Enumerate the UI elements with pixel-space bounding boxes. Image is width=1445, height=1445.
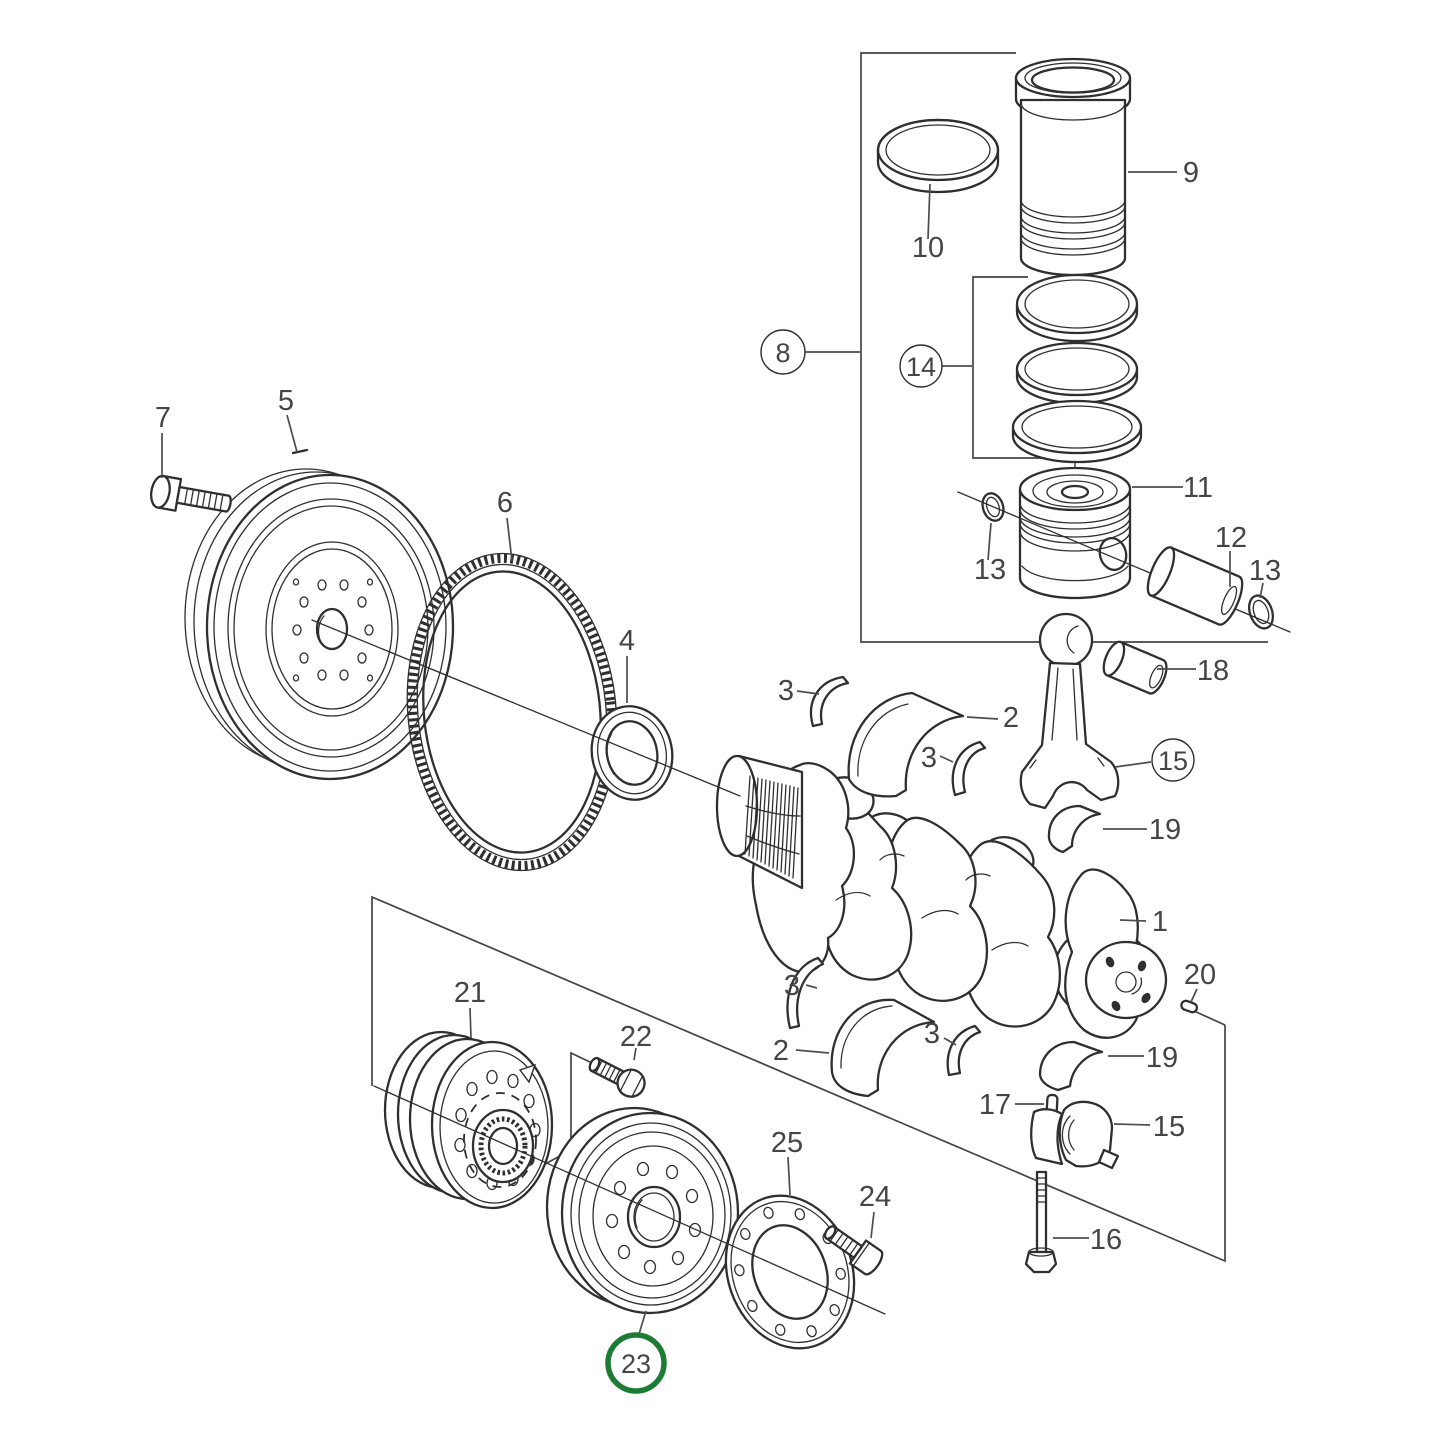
part-labels: 5 7 6 4 10 9 11 13 12 13 18 3 2 3 19 1 2… <box>155 157 1281 1256</box>
label-shell-19a: 19 <box>1149 814 1181 846</box>
label-cylinder-liner: 9 <box>1183 157 1199 189</box>
label-shell-3b: 3 <box>921 742 937 774</box>
piston-pin <box>1146 546 1244 626</box>
callout-15-number: 15 <box>1158 746 1188 776</box>
connecting-rod <box>1019 612 1120 810</box>
ring-gear <box>406 552 618 872</box>
label-piston-pin: 12 <box>1215 522 1247 554</box>
pulley-bolt <box>588 1056 646 1098</box>
flywheel-timing-notch <box>291 448 309 455</box>
main-bearing-shell-lower-right <box>946 1024 982 1077</box>
highlight-callout-23[interactable]: 23 <box>605 1332 667 1394</box>
crankshaft <box>715 754 1168 1039</box>
label-shell-3c: 3 <box>784 970 800 1002</box>
label-bearing-2b: 2 <box>773 1035 789 1067</box>
label-flywheel: 5 <box>278 385 294 417</box>
label-circlip-left: 13 <box>974 554 1006 586</box>
label-cap-bolt: 16 <box>1090 1224 1122 1256</box>
crankshaft-pulley <box>383 1030 554 1210</box>
label-bushing: 18 <box>1197 655 1229 687</box>
label-dowel-pin: 20 <box>1184 959 1216 991</box>
cylinder-liner <box>1014 57 1132 277</box>
bracket-piston-rings <box>972 276 1042 459</box>
flywheel-bolt <box>150 474 232 513</box>
label-ring-gear: 6 <box>497 487 513 519</box>
label-pulley-bolt: 22 <box>620 1021 652 1053</box>
highlight-ring[interactable] <box>605 1332 667 1394</box>
callout-14-number: 14 <box>906 352 936 382</box>
label-shell-19b: 19 <box>1146 1042 1178 1074</box>
small-end-bushing <box>1102 640 1168 695</box>
piston <box>1018 466 1132 600</box>
label-key: 17 <box>979 1089 1011 1121</box>
crankshaft-seal <box>590 705 674 801</box>
piston-pin-boss-hole <box>1098 537 1128 571</box>
label-flywheel-bolt: 7 <box>155 402 171 434</box>
liner-seal-ring <box>876 118 1000 194</box>
circlip-left <box>981 492 1005 522</box>
label-shell-3a: 3 <box>778 675 794 707</box>
callout-8-number: 8 <box>775 338 790 368</box>
main-bearing-shell-upper-left <box>809 675 850 728</box>
dowel-pin <box>1180 999 1199 1014</box>
label-spacer-flange: 25 <box>771 1127 803 1159</box>
label-pulley: 21 <box>454 977 486 1009</box>
callout-8: 8 <box>760 329 806 375</box>
label-circlip-right: 13 <box>1249 555 1281 587</box>
label-bearing-cap: 15 <box>1153 1111 1185 1143</box>
callout-14: 14 <box>899 344 943 388</box>
big-end-shell-lower <box>1038 1040 1104 1092</box>
label-piston: 11 <box>1183 472 1213 504</box>
label-liner-seal: 10 <box>912 232 944 264</box>
main-bearing-shell-lower-left <box>786 956 825 1030</box>
label-shell-3d: 3 <box>924 1018 940 1050</box>
label-flange-bolt: 24 <box>859 1181 891 1213</box>
cap-bolt <box>1024 1170 1058 1274</box>
main-bearing-upper <box>847 691 965 798</box>
highlight-number[interactable]: 23 <box>621 1349 651 1379</box>
big-end-shell-upper <box>1047 804 1102 854</box>
vibration-damper <box>545 1106 740 1315</box>
label-crankshaft: 1 <box>1152 906 1168 938</box>
centerline-pulley-axis <box>373 1085 886 1315</box>
flange-bolt <box>823 1225 884 1276</box>
label-bearing-2a: 2 <box>1003 702 1019 734</box>
callout-15: 15 <box>1151 738 1195 782</box>
bearing-cap <box>1030 1100 1120 1170</box>
centerline-crankshaft-axis <box>311 619 741 797</box>
main-bearing-lower <box>830 998 936 1098</box>
main-bearing-shell-upper-right <box>951 740 987 797</box>
label-seal: 4 <box>619 625 635 657</box>
leader-lines <box>161 171 1264 1335</box>
assembly-box-pulley-group <box>371 895 1226 1263</box>
circlip-right <box>1247 594 1275 630</box>
piston-ring-set <box>1011 273 1143 464</box>
